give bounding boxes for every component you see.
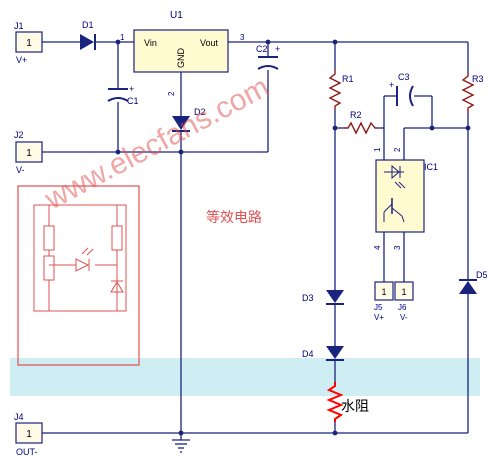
connector-j5: 1 J5 V+: [374, 281, 394, 322]
connector-j5-ref: J5: [374, 303, 383, 312]
capacitor-c3-plus: +: [389, 80, 394, 90]
diode-d5-label: D5: [476, 270, 488, 280]
connector-j4: 1 J4 OUT-: [14, 412, 43, 457]
diode-d4-label: D4: [302, 349, 314, 359]
diode-d1: D1: [80, 20, 96, 50]
diode-d2-label: D2: [194, 107, 206, 117]
equivalent-circuit-label: 等效电路: [206, 209, 262, 225]
regulator-vin-label: Vin: [144, 38, 157, 48]
resistor-r3-label: R3: [472, 74, 484, 84]
connector-j4-pin: 1: [26, 429, 32, 440]
optocoupler-ic1: IC1 1 2 4 3: [373, 147, 438, 250]
regulator-vout-label: Vout: [200, 38, 219, 48]
connector-j2-ref: J2: [14, 130, 24, 140]
optocoupler-ref: IC1: [424, 162, 438, 172]
capacitor-c2-plus: +: [275, 44, 280, 54]
connector-j1-pin: 1: [26, 38, 32, 49]
water-resistor: [326, 382, 344, 422]
resistor-r3: [461, 72, 475, 112]
water-resistance-label: 水阻: [341, 398, 369, 414]
resistor-r1: [328, 70, 342, 110]
connector-j5-pin: 1: [381, 287, 386, 297]
capacitor-c1: + C1: [107, 84, 139, 106]
regulator-gnd-label: GND: [176, 48, 186, 69]
connector-j6-pin: 1: [401, 287, 406, 297]
highlight-band: [10, 358, 480, 396]
connector-j5-net: V+: [374, 313, 384, 322]
connector-j1-net: V+: [16, 55, 27, 65]
connector-j4-ref: J4: [14, 412, 24, 422]
optocoupler-pin4: 4: [373, 245, 382, 250]
capacitor-c2-label: C2: [256, 44, 268, 54]
regulator-pin-out: 3: [240, 33, 245, 42]
capacitor-c3: + C3: [389, 72, 414, 107]
connector-j6-net: V-: [400, 313, 408, 322]
capacitor-c2: + C2: [256, 44, 280, 70]
connector-j2-pin: 1: [26, 148, 32, 159]
diode-d1-label: D1: [82, 20, 94, 30]
capacitor-c1-plus: +: [129, 84, 134, 94]
regulator-pin-in: 1: [120, 33, 125, 42]
diode-d4: D4: [302, 346, 344, 361]
diode-d3-label: D3: [302, 293, 314, 303]
optocoupler-pin3: 3: [393, 245, 402, 250]
diode-d5: D5: [459, 270, 488, 294]
connector-j2: 1 J2 V-: [14, 130, 43, 175]
optocoupler-pin1: 1: [373, 147, 382, 152]
regulator-pin-gnd: 2: [167, 91, 176, 96]
optocoupler-pin2: 2: [393, 147, 402, 152]
resistor-r2-label: R2: [350, 110, 362, 120]
resistor-r1-label: R1: [342, 74, 354, 84]
connector-j6: 1 J6 V-: [394, 281, 414, 322]
connector-j1-ref: J1: [14, 21, 24, 31]
connector-j2-net: V-: [16, 165, 25, 175]
capacitor-c3-label: C3: [398, 72, 410, 82]
watermark-text: www.elecfans.com: [39, 70, 275, 216]
equivalent-circuit: 等效电路: [17, 185, 262, 366]
diode-d3: D3: [302, 290, 344, 305]
diode-d2: D2: [172, 107, 206, 132]
connector-j4-net: OUT-: [16, 447, 38, 457]
capacitor-c1-label: C1: [127, 96, 139, 106]
regulator-ref: U1: [170, 10, 183, 21]
regulator-u1: U1 Vin Vout GND 1 3 2: [120, 10, 245, 96]
junction-dots: [115, 39, 471, 436]
connector-j6-ref: J6: [398, 303, 407, 312]
connector-j1: 1 J1 V+: [14, 21, 43, 65]
resistor-r2: [344, 121, 378, 135]
